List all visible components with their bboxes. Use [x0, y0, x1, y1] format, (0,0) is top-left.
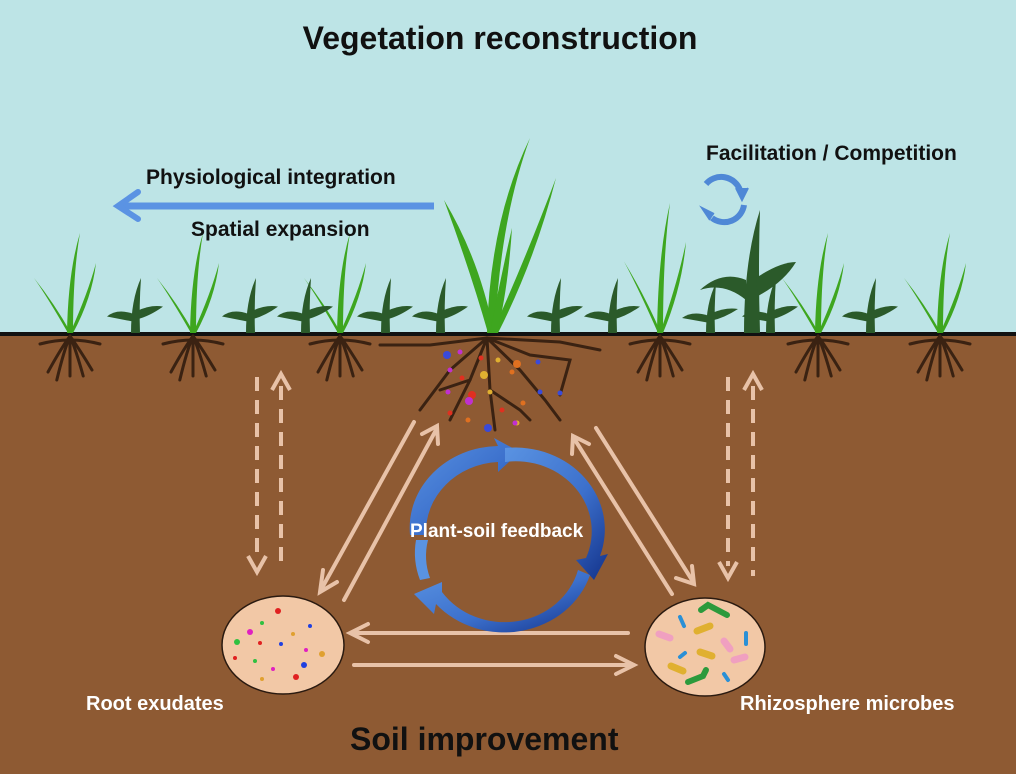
dark-plant — [357, 278, 413, 333]
exudate-particle — [271, 667, 275, 671]
dark-plant — [412, 278, 468, 333]
light-plant — [624, 203, 686, 333]
exudate-particle — [275, 608, 281, 614]
diagram-title: Vegetation reconstruction — [302, 20, 698, 56]
light-plant — [157, 233, 219, 333]
ground-line — [0, 332, 1016, 336]
dark-plant — [682, 283, 738, 333]
sky-background — [0, 0, 1016, 334]
exudate-particle — [234, 639, 240, 645]
dark-plant — [527, 278, 583, 333]
light-plant — [34, 233, 96, 333]
soil-background — [0, 334, 1016, 774]
exudate-dot — [465, 417, 471, 423]
exudate-dot — [535, 359, 541, 365]
root-systems — [38, 334, 972, 432]
exudate-dot — [557, 390, 563, 396]
exudate-dot — [499, 407, 505, 413]
exudate-dot — [513, 360, 521, 368]
exudate-dot — [465, 397, 473, 405]
interaction-arrows — [317, 420, 697, 676]
microbes — [655, 601, 749, 685]
spatial-expansion-arrow-icon — [112, 189, 434, 222]
exudate-dot — [468, 391, 476, 399]
exudate-dot — [495, 357, 501, 363]
exudate-dot — [520, 400, 526, 406]
cycle-arrows-icon — [699, 173, 749, 226]
exudate-dot — [447, 410, 453, 416]
large-dark-plant — [700, 210, 796, 333]
exudate-particle — [308, 624, 312, 628]
plant-row — [34, 138, 966, 333]
exudate-particle — [247, 629, 253, 635]
exudate-particle — [293, 674, 299, 680]
exudate-particle — [319, 651, 325, 657]
rhizosphere-microbes-circle — [644, 597, 766, 697]
exudate-dot — [480, 371, 488, 379]
exudate-particle — [260, 677, 264, 681]
dark-plant — [107, 278, 163, 333]
root-exudates-circle — [221, 595, 345, 695]
exudate-dot — [509, 369, 515, 375]
root-exudates-label: Root exudates — [86, 693, 224, 715]
root — [308, 334, 372, 382]
facilitation-competition-label: Facilitation / Competition — [706, 142, 957, 165]
exudate-dot — [512, 420, 518, 426]
central-root — [378, 336, 602, 432]
exudate-dot — [484, 424, 492, 432]
root — [38, 334, 102, 382]
exudate-dot — [478, 355, 484, 361]
exudate-dot — [537, 389, 543, 395]
exudate-dot — [459, 375, 465, 381]
root-exudate-dots — [443, 349, 563, 432]
root — [786, 334, 850, 382]
light-plant — [782, 233, 844, 333]
dark-plant — [222, 278, 278, 333]
exudate-dot — [457, 349, 463, 355]
exudate-dot — [445, 389, 451, 395]
dark-plant — [842, 278, 898, 333]
root — [161, 334, 225, 382]
dark-plant — [277, 278, 333, 333]
tall-center-plant — [444, 138, 556, 333]
dashed-arrows-right — [717, 369, 764, 583]
exudate-particle — [304, 648, 308, 652]
exudate-particle — [233, 656, 237, 660]
exudate-particle — [258, 641, 262, 645]
exudate-dot — [447, 367, 453, 373]
exudate-dot — [487, 389, 493, 395]
physiological-integration-label: Physiological integration — [146, 166, 396, 189]
exudate-particle — [253, 659, 257, 663]
light-plant — [304, 233, 366, 333]
light-plant — [904, 233, 966, 333]
exudate-particle — [279, 642, 283, 646]
dashed-arrows-left — [246, 369, 292, 577]
exudate-particle — [291, 632, 295, 636]
root — [628, 334, 692, 382]
plant-soil-feedback-cycle-icon — [409, 438, 608, 633]
rhizosphere-microbes-label: Rhizosphere microbes — [740, 693, 955, 715]
exudate-particle — [301, 662, 307, 668]
root — [908, 334, 972, 382]
spatial-expansion-label: Spatial expansion — [191, 218, 370, 241]
dark-plant — [584, 278, 640, 333]
exudate-particle — [260, 621, 264, 625]
exudate-dot — [443, 351, 451, 359]
plant-soil-feedback-label: Plant-soil feedback — [410, 521, 584, 542]
soil-improvement-title: Soil improvement — [350, 721, 619, 757]
